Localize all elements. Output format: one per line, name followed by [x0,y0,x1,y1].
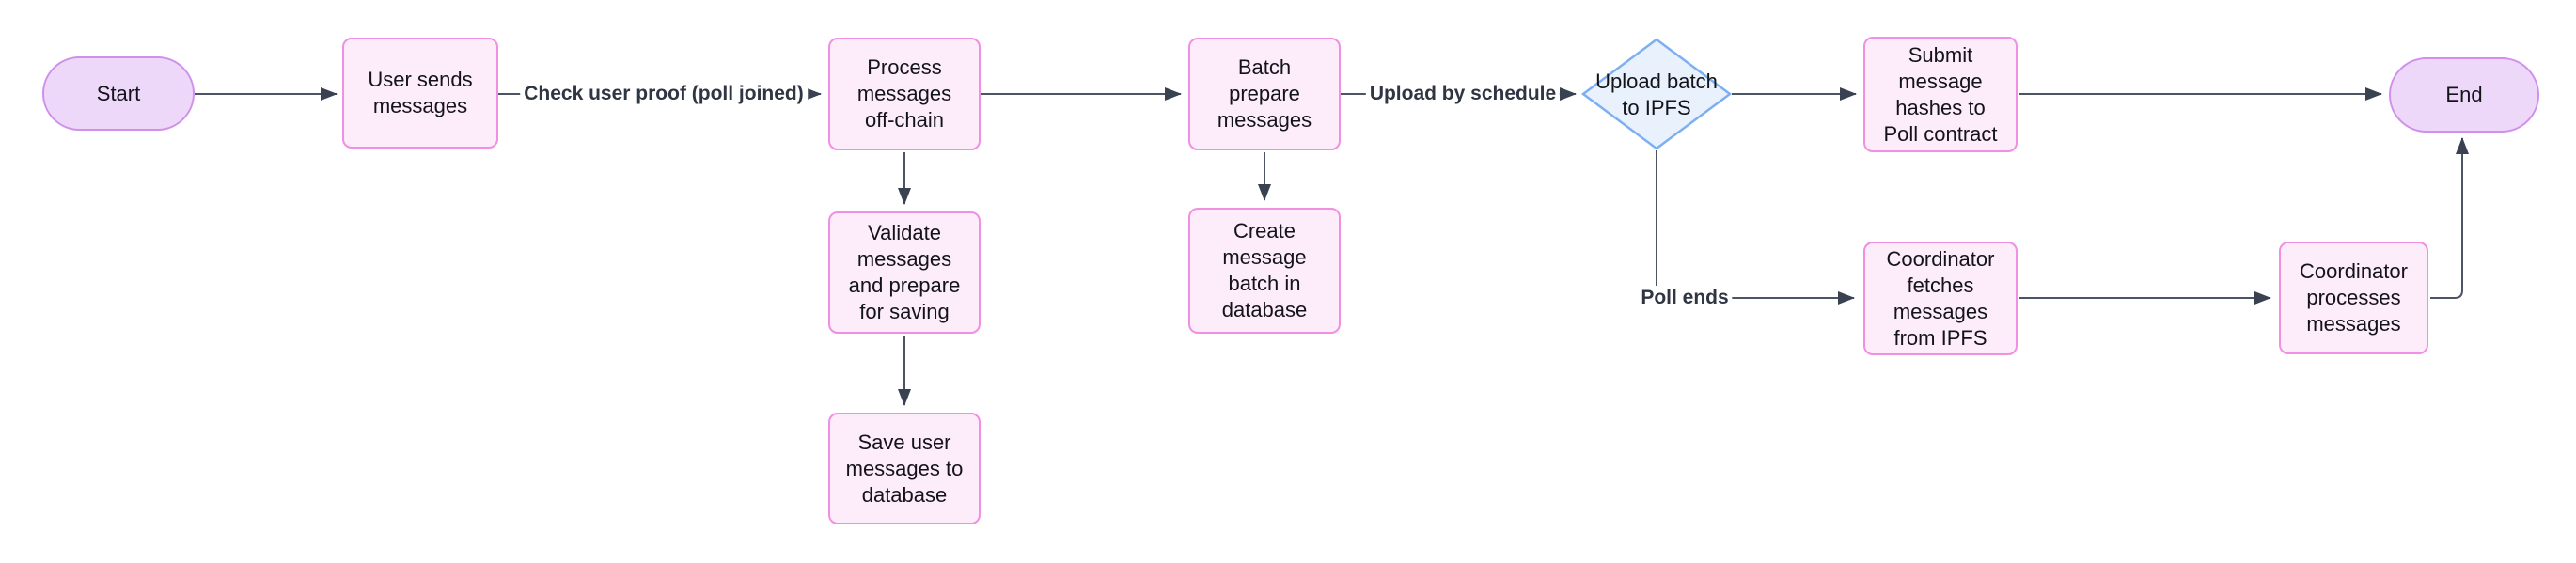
node-submit-message-hashes: Submit message hashes to Poll contract [1863,37,2018,152]
node-user-sends-label: User sends messages [368,68,473,117]
edge-diamond-to-coordinator-fetch [1656,150,1855,305]
node-process-messages-offchain: Process messages off-chain [828,38,981,150]
node-create-batch-label: Create message batch in database [1221,219,1308,321]
node-batch-prepare-messages: Batch prepare messages [1188,38,1341,150]
node-end-label: End [2445,83,2483,106]
edge-coordinator-process-to-end [2430,137,2469,299]
node-coordinator-fetches-messages: Coordinator fetches messages from IPFS [1863,242,2018,355]
node-save-messages-label: Save user messages to database [845,430,964,507]
node-upload-batch-ipfs-label: Upload batch to IPFS [1595,70,1718,119]
node-coordinator-processes-messages: Coordinator processes messages [2279,242,2428,354]
node-coordinator-process-label: Coordinator processes messages [2300,259,2408,336]
node-create-message-batch: Create message batch in database [1188,208,1341,334]
node-batch-prepare-label: Batch prepare messages [1217,55,1312,132]
node-coordinator-fetch-label: Coordinator fetches messages from IPFS [1886,246,1995,350]
node-submit-hashes-label: Submit message hashes to Poll contract [1883,42,1998,146]
node-validate-label: Validate messages and prepare for saving [848,221,961,323]
node-start-label: Start [96,81,141,105]
node-end: End [2389,57,2539,133]
edge-label-check-user-proof: Check user proof (poll joined) [520,82,808,106]
node-process-offchain-label: Process messages off-chain [856,55,952,132]
node-user-sends-messages: User sends messages [342,38,498,149]
decision-diamond-upload-batch [1580,38,1733,150]
node-save-user-messages: Save user messages to database [828,413,981,524]
node-validate-messages: Validate messages and prepare for saving [828,211,981,334]
edge-label-upload-by-schedule: Upload by schedule [1365,82,1561,106]
edge-label-poll-ends: Poll ends [1637,286,1733,310]
node-start: Start [42,56,195,131]
